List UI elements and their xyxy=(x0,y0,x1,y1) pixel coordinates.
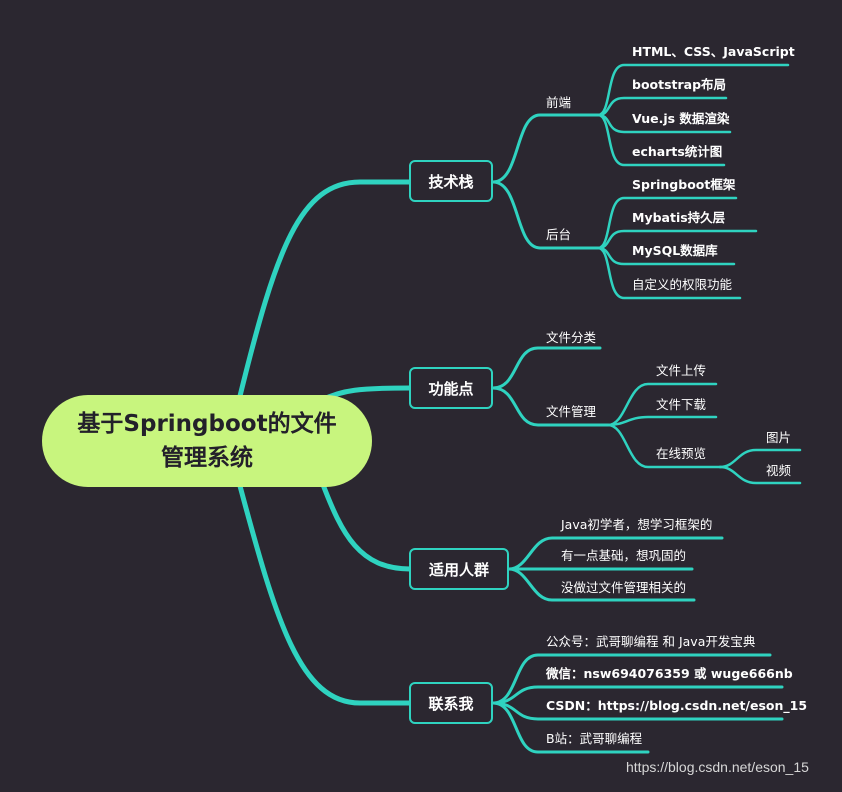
link-root-audience xyxy=(319,479,413,572)
link-backend-4 xyxy=(596,246,742,300)
leaf-frontend-vue: Vue.js 数据渲染 xyxy=(632,111,730,126)
link-frontend-1 xyxy=(596,63,790,117)
link-tech-backend xyxy=(491,180,600,250)
leaf-file-download: 文件下载 xyxy=(656,397,707,412)
link-root-tech xyxy=(237,179,413,399)
leaf-preview-image: 图片 xyxy=(766,430,792,445)
leaf-contact-wechat-official: 公众号：武哥聊编程 和 Java开发宝典 xyxy=(546,634,756,649)
link-func-manage xyxy=(491,386,610,427)
node-frontend: 前端 xyxy=(546,95,572,110)
link-frontend-4 xyxy=(596,113,726,167)
node-file-manage: 文件管理 xyxy=(546,404,597,419)
leaf-frontend-echarts: echarts统计图 xyxy=(632,144,723,159)
link-func-category xyxy=(491,346,602,390)
leaf-backend-mybatis: Mybatis持久层 xyxy=(632,210,726,225)
node-features: 功能点 xyxy=(409,367,493,409)
leaf-audience-beginner: Java初学者，想学习框架的 xyxy=(561,517,713,532)
node-audience: 适用人群 xyxy=(409,548,509,590)
leaf-file-upload: 文件上传 xyxy=(656,363,707,378)
link-preview-video xyxy=(718,465,802,485)
node-file-category: 文件分类 xyxy=(546,330,597,345)
leaf-backend-auth: 自定义的权限功能 xyxy=(632,277,733,292)
link-backend-1 xyxy=(596,196,738,250)
link-root-contact xyxy=(237,483,413,706)
leaf-audience-newcomer: 没做过文件管理相关的 xyxy=(561,580,687,595)
watermark: https://blog.csdn.net/eson_15 xyxy=(626,759,809,775)
node-tech-stack: 技术栈 xyxy=(409,160,493,202)
leaf-preview-video: 视频 xyxy=(766,463,792,478)
node-backend: 后台 xyxy=(546,227,572,242)
link-manage-preview xyxy=(606,423,722,469)
leaf-contact-csdn: CSDN：https://blog.csdn.net/eson_15 xyxy=(546,698,808,713)
leaf-backend-mysql: MySQL数据库 xyxy=(632,243,718,258)
leaf-audience-consolidate: 有一点基础，想巩固的 xyxy=(561,548,687,563)
leaf-contact-wechat: 微信：nsw694076359 或 wuge666nb xyxy=(546,666,793,681)
link-audience-3 xyxy=(507,567,696,602)
leaf-contact-bilibili: B站：武哥聊编程 xyxy=(546,731,643,746)
leaf-frontend-bootstrap: bootstrap布局 xyxy=(632,77,727,92)
link-contact-4 xyxy=(491,701,650,754)
node-online-preview: 在线预览 xyxy=(656,446,707,461)
leaf-backend-springboot: Springboot框架 xyxy=(632,177,736,192)
link-manage-download xyxy=(606,415,718,427)
leaf-frontend-html: HTML、CSS、JavaScript xyxy=(632,44,795,59)
link-tech-frontend xyxy=(491,113,600,184)
root-node: 基于Springboot的文件管理系统 xyxy=(42,395,372,487)
root-label: 基于Springboot的文件管理系统 xyxy=(77,411,337,471)
node-contact: 联系我 xyxy=(409,682,493,724)
